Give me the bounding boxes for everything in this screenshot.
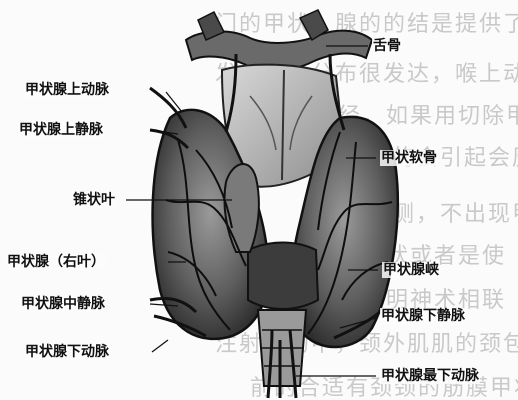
label-hyoid-bone: 舌骨 bbox=[372, 38, 402, 54]
label-thyroid-right-lobe: 甲状腺（右叶） bbox=[6, 254, 106, 270]
leader-line-inferior-artery bbox=[152, 340, 168, 352]
label-middle-thyroid-vein: 甲状腺中静脉 bbox=[20, 296, 106, 312]
label-inferior-thyroid-vein: 甲状腺下静脉 bbox=[380, 308, 466, 324]
label-inferior-thyroid-artery: 甲状腺下动脉 bbox=[24, 344, 110, 360]
label-pyramidal-lobe: 锥状叶 bbox=[72, 192, 116, 208]
label-thyroid-cartilage: 甲状软骨 bbox=[380, 150, 438, 166]
thyroid-isthmus-shape bbox=[248, 243, 318, 310]
label-superior-thyroid-vein: 甲状腺上静脉 bbox=[18, 122, 104, 138]
label-thyroid-ima-artery: 甲状腺最下动脉 bbox=[380, 368, 480, 384]
hyoid-bone-shape bbox=[186, 10, 372, 71]
trachea-shape bbox=[258, 310, 306, 386]
label-superior-thyroid-artery: 甲状腺上动脉 bbox=[24, 82, 110, 98]
label-thyroid-isthmus: 甲状腺峡 bbox=[382, 262, 440, 278]
